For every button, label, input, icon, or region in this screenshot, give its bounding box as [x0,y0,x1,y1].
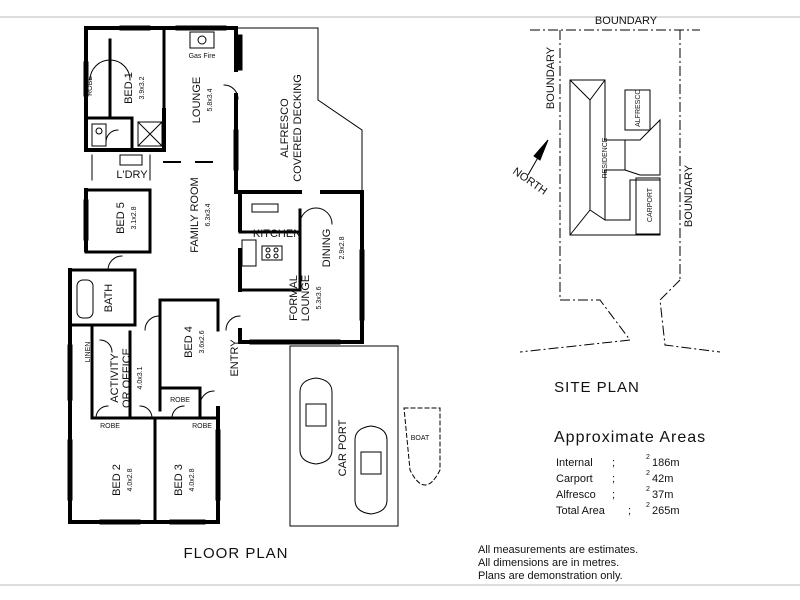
area-value: 37m [652,489,673,501]
room-label: BED 1 [123,72,135,104]
area-sep: ; [612,473,615,485]
note-line: All measurements are estimates. [478,544,638,556]
alfresco-label: ALFRESCO [635,89,642,127]
room-label: COVERED DECKING [292,74,304,182]
room-label: ENTRY [229,339,241,377]
room-label: BATH [103,284,115,313]
area-sep: ; [628,505,631,517]
floor-plan-labels: BED 1 3.9x3.2 ROBE LOUNGE 5.8x3.4 Gas Fi… [85,53,430,562]
robe-label: ROBE [170,397,190,404]
areas-table: Approximate Areas Internal ; 2 186m Carp… [554,429,706,517]
area-label: Carport [556,473,593,485]
carport-label: CARPORT [647,187,654,222]
notes: All measurements are estimates. All dime… [478,544,638,582]
room-label: BED 3 [173,464,185,496]
room-size: 4.0x3.1 [137,366,144,389]
area-label: Alfresco [556,489,596,501]
floor-plan [67,25,441,527]
site-plan-title: SITE PLAN [554,379,640,396]
floor-plan-title: FLOOR PLAN [183,545,288,562]
area-value: 42m [652,473,673,485]
robe-label: ROBE [192,423,212,430]
site-plan-labels: BOUNDARY BOUNDARY BOUNDARY NORTH RESIDEN… [510,15,695,396]
room-size: 4.0x2.8 [189,468,196,491]
room-label: BED 5 [115,202,127,234]
boundary-label: BOUNDARY [545,46,557,109]
robe-label: ROBE [87,76,94,96]
room-label: ACTIVITY [109,353,121,403]
room-label: LOUNGE [191,77,203,123]
area-label: Total Area [556,505,606,517]
room-label: BED 4 [183,326,195,358]
area-sup: 2 [646,454,650,461]
room-label: FORMAL [288,275,300,321]
room-label: LOUNGE [300,275,312,321]
areas-title: Approximate Areas [554,429,706,446]
area-sep: ; [612,457,615,469]
room-size: 3.6x2.6 [199,330,206,353]
area-sup: 2 [646,470,650,477]
boundary-label: BOUNDARY [595,15,658,27]
room-label: OR OFFICE [121,348,133,408]
residence-label: RESIDENCE [602,137,609,178]
room-label: BED 2 [111,464,123,496]
site-plan [519,29,721,353]
room-label: CAR PORT [337,419,349,476]
area-sup: 2 [646,502,650,509]
room-size: 5.8x3.4 [207,88,214,111]
area-sep: ; [612,489,615,501]
area-label: Internal [556,457,593,469]
room-size: 2.9x2.8 [339,236,346,259]
room-label: LINEN [85,342,92,363]
room-size: 3.1x2.8 [131,206,138,229]
area-value: 265m [652,505,680,517]
room-size: 6.3x3.4 [205,203,212,226]
room-label: BOAT [411,435,430,442]
robe-label: ROBE [100,423,120,430]
room-label: FAMILY ROOM [189,177,201,252]
boundary-label: BOUNDARY [683,164,695,227]
area-value: 186m [652,457,680,469]
room-size: 3.9x3.2 [139,76,146,99]
room-label: KITCHEN [253,228,301,240]
room-size: 4.0x2.8 [127,468,134,491]
area-sup: 2 [646,486,650,493]
room-label: ALFRESCO [279,98,291,158]
room-label: L'DRY [116,169,148,181]
room-label: DINING [321,229,333,268]
note-line: Plans are demonstration only. [478,570,623,582]
gas-fire-label: Gas Fire [189,53,216,60]
room-size: 5.3x3.6 [316,286,323,309]
north-label: NORTH [510,165,549,197]
note-line: All dimensions are in metres. [478,557,619,569]
